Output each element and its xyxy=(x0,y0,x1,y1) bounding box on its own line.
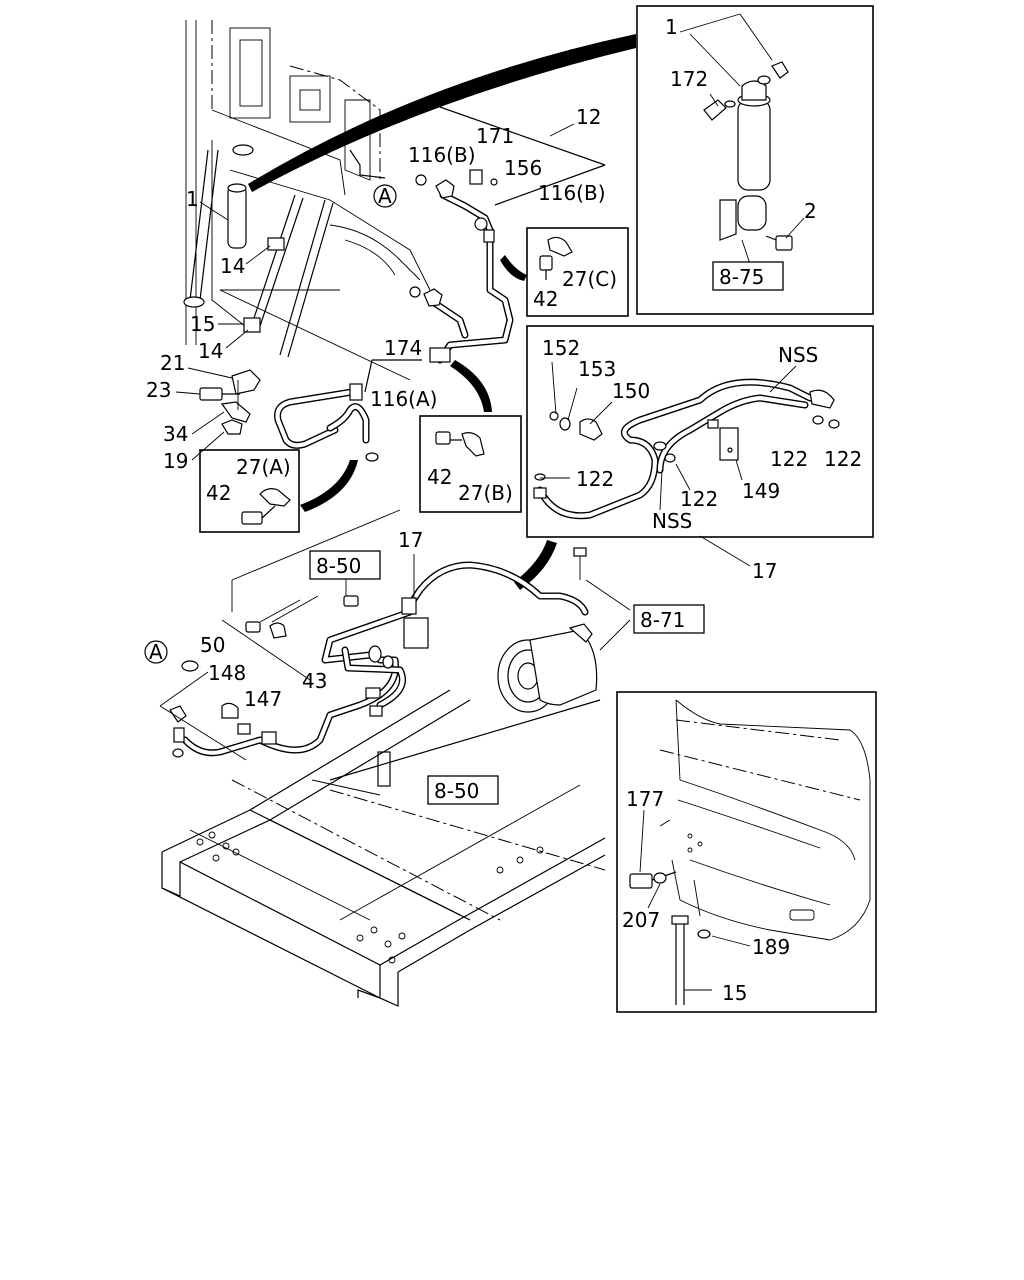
chassis-frame xyxy=(161,689,606,1007)
inset-27a xyxy=(199,449,300,533)
part-label-50: 50 xyxy=(200,633,225,657)
part-label-27c: 27(C) xyxy=(562,267,617,291)
ref-box-8-71[interactable]: 8-71 xyxy=(633,604,705,634)
inset-27b xyxy=(419,415,522,513)
arrow-17 xyxy=(514,540,557,590)
part-label-122: 122 xyxy=(824,447,862,471)
inset-27c xyxy=(526,227,629,317)
part-label-174: 174 xyxy=(384,336,422,360)
part-label-43: 43 xyxy=(302,669,327,693)
part-label-12: 12 xyxy=(576,105,601,129)
pipe-12-group xyxy=(349,99,606,364)
inset-cab-front xyxy=(616,691,877,1013)
label-nss: NSS xyxy=(778,343,818,367)
part-label-122: 122 xyxy=(680,487,718,511)
part-label-21: 21 xyxy=(160,351,185,375)
ref-box-label: 8-50 xyxy=(316,554,361,578)
tube-bracket-assembly xyxy=(219,194,411,381)
clamp-bolt-set-left xyxy=(199,369,261,435)
part-labels: 1 1 2 12 14 14 15 15 17 17 19 21 23 34 4… xyxy=(146,15,862,1005)
part-label-122: 122 xyxy=(770,447,808,471)
inset-drier-detail xyxy=(636,5,874,315)
part-label-1: 1 xyxy=(186,187,199,211)
frame-rivets xyxy=(196,831,544,964)
part-label-122: 122 xyxy=(576,467,614,491)
ref-circle-a-label: A xyxy=(149,640,163,664)
part-label-42: 42 xyxy=(533,287,558,311)
ref-box-8-50-upper[interactable]: 8-50 xyxy=(309,550,381,580)
arrow-27c xyxy=(500,255,527,281)
part-label-42: 42 xyxy=(206,481,231,505)
part-label-17: 17 xyxy=(752,559,777,583)
ref-circle-a-upper: A xyxy=(373,184,397,208)
part-label-172: 172 xyxy=(670,67,708,91)
part-label-27a: 27(A) xyxy=(236,455,291,479)
part-label-15: 15 xyxy=(722,981,747,1005)
cab-structure xyxy=(185,20,431,345)
part-label-14: 14 xyxy=(198,339,223,363)
receiver-drier xyxy=(183,144,254,308)
part-label-15: 15 xyxy=(190,312,215,336)
ref-box-8-75[interactable]: 8-75 xyxy=(712,261,784,291)
part-label-150: 150 xyxy=(612,379,650,403)
part-label-177: 177 xyxy=(626,787,664,811)
ref-box-label: 8-71 xyxy=(640,608,685,632)
part-label-17: 17 xyxy=(398,528,423,552)
part-label-19: 19 xyxy=(163,449,188,473)
inset-nss-piping xyxy=(526,325,874,567)
part-label-189: 189 xyxy=(752,935,790,959)
compressor xyxy=(497,547,631,713)
part-label-116a: 116(A) xyxy=(370,387,437,411)
part-label-34: 34 xyxy=(163,422,188,446)
ref-box-label: 8-50 xyxy=(434,779,479,803)
part-label-156: 156 xyxy=(504,156,542,180)
arrow-27b xyxy=(450,360,492,412)
part-label-116b: 116(B) xyxy=(538,181,606,205)
arrow-27a xyxy=(300,460,358,512)
part-label-14: 14 xyxy=(220,254,245,278)
callout-wedge xyxy=(248,34,636,192)
part-label-147: 147 xyxy=(244,687,282,711)
part-label-42: 42 xyxy=(427,465,452,489)
part-label-116b: 116(B) xyxy=(408,143,476,167)
hose-174 xyxy=(274,359,422,462)
lower-pipe-17 xyxy=(159,509,589,796)
part-label-148: 148 xyxy=(208,661,246,685)
label-nss: NSS xyxy=(652,509,692,533)
ref-circle-a-lower: A xyxy=(144,640,168,664)
part-label-149: 149 xyxy=(742,479,780,503)
part-label-171: 171 xyxy=(476,124,514,148)
ref-circle-a-label: A xyxy=(378,184,392,208)
part-label-207: 207 xyxy=(622,908,660,932)
part-label-27b: 27(B) xyxy=(458,481,513,505)
ref-box-label: 8-75 xyxy=(719,265,764,289)
part-label-2: 2 xyxy=(804,199,817,223)
part-label-23: 23 xyxy=(146,378,171,402)
part-label-153: 153 xyxy=(578,357,616,381)
ref-box-8-50-lower[interactable]: 8-50 xyxy=(427,775,499,805)
part-label-1: 1 xyxy=(665,15,678,39)
part-label-152: 152 xyxy=(542,336,580,360)
